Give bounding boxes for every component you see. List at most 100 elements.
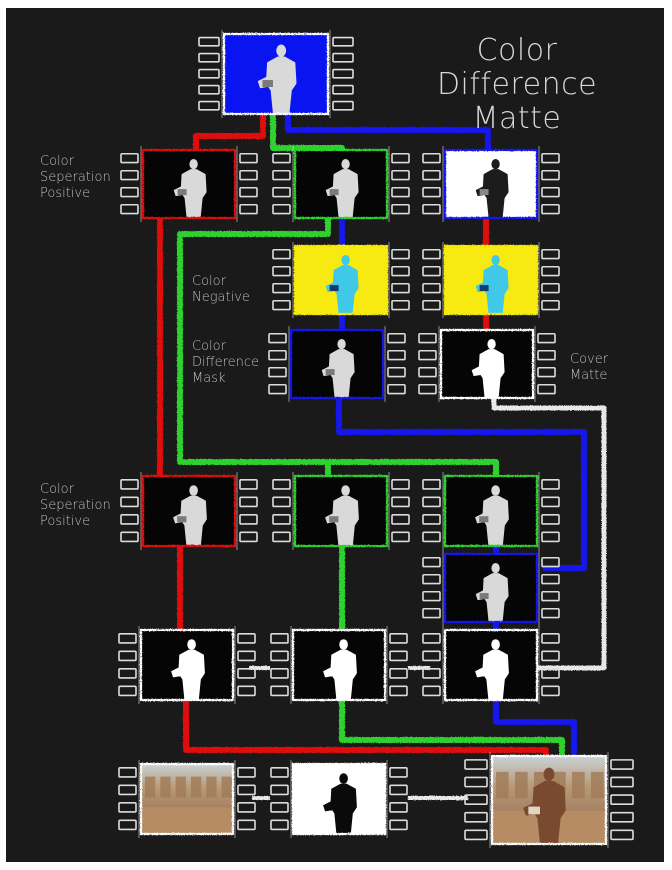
sprocket-hole bbox=[388, 351, 405, 360]
sprocket-hole bbox=[542, 609, 559, 618]
sprocket-hole bbox=[121, 171, 138, 180]
film-frame-cover-matte bbox=[419, 326, 555, 402]
sprocket-strip-left bbox=[423, 242, 443, 318]
sprocket-strip-right bbox=[330, 30, 353, 118]
sprocket-hole bbox=[538, 351, 555, 360]
sprocket-strip-left bbox=[419, 326, 439, 402]
red-path-d bbox=[186, 698, 546, 760]
sprocket-hole bbox=[240, 188, 257, 197]
sprocket-hole bbox=[273, 497, 290, 506]
sprocket-hole bbox=[271, 803, 288, 812]
sprocket-hole bbox=[121, 497, 138, 506]
sprocket-hole bbox=[423, 171, 440, 180]
sprocket-hole bbox=[121, 188, 138, 197]
sprocket-strip-right bbox=[235, 626, 255, 704]
sprocket-hole bbox=[423, 634, 440, 643]
label-color-negative: Color Negative bbox=[192, 274, 250, 306]
sprocket-hole bbox=[538, 385, 555, 394]
sprocket-hole bbox=[542, 651, 559, 660]
sprocket-hole bbox=[273, 480, 290, 489]
figure-scroll bbox=[329, 516, 338, 522]
sprocket-hole bbox=[423, 284, 440, 293]
sprocket-hole bbox=[392, 250, 409, 259]
arena-column bbox=[572, 772, 585, 798]
label-color-difference-mask: Color Difference Mask bbox=[192, 339, 259, 387]
film-frame-difference-mask bbox=[269, 326, 405, 402]
figure-scroll bbox=[479, 670, 488, 676]
sprocket-hole bbox=[423, 267, 440, 276]
sprocket-hole bbox=[119, 651, 136, 660]
sprocket-hole bbox=[392, 301, 409, 310]
sprocket-hole bbox=[423, 651, 440, 660]
film-frame-green-separation-3 bbox=[423, 472, 559, 550]
sprocket-hole bbox=[199, 86, 219, 94]
sprocket-hole bbox=[121, 532, 138, 541]
sprocket-hole bbox=[333, 54, 353, 62]
frame-image bbox=[293, 764, 385, 834]
sprocket-hole bbox=[240, 171, 257, 180]
arena-floor bbox=[141, 807, 233, 834]
film-frame-matte-3 bbox=[423, 626, 559, 704]
figure-scroll bbox=[262, 80, 273, 87]
sprocket-hole bbox=[538, 368, 555, 377]
sprocket-strip-right bbox=[539, 472, 559, 550]
sprocket-hole bbox=[392, 515, 409, 524]
sprocket-hole bbox=[542, 686, 559, 695]
sprocket-hole bbox=[390, 651, 407, 660]
sprocket-strip-right bbox=[608, 752, 633, 848]
figure-head bbox=[341, 255, 349, 265]
film-frame-red-separation-2 bbox=[121, 472, 257, 550]
sprocket-hole bbox=[419, 334, 436, 343]
figure-head bbox=[487, 339, 495, 349]
sprocket-hole bbox=[269, 385, 286, 394]
sprocket-hole bbox=[238, 785, 255, 794]
frame-image bbox=[441, 330, 533, 398]
frame-image bbox=[295, 150, 387, 218]
film-frame-red-separation bbox=[121, 146, 257, 222]
sprocket-hole bbox=[392, 205, 409, 214]
figure-head bbox=[339, 773, 348, 784]
sprocket-hole bbox=[465, 830, 487, 839]
sprocket-hole bbox=[121, 515, 138, 524]
sprocket-hole bbox=[423, 154, 440, 163]
frame-image bbox=[141, 630, 233, 700]
sprocket-hole bbox=[388, 334, 405, 343]
sprocket-hole bbox=[542, 532, 559, 541]
sprocket-hole bbox=[333, 102, 353, 110]
sprocket-strip-left bbox=[119, 626, 139, 704]
figure-scroll bbox=[476, 369, 485, 375]
sprocket-hole bbox=[273, 205, 290, 214]
sprocket-strip-right bbox=[535, 326, 555, 402]
film-frame-background-plate bbox=[119, 760, 255, 838]
sprocket-hole bbox=[333, 86, 353, 94]
sprocket-hole bbox=[199, 54, 219, 62]
sprocket-hole bbox=[238, 768, 255, 777]
sprocket-hole bbox=[238, 651, 255, 660]
sprocket-hole bbox=[119, 803, 136, 812]
red-path-a bbox=[196, 112, 263, 148]
sprocket-hole bbox=[240, 480, 257, 489]
figure-head bbox=[544, 768, 555, 781]
film-frame-blue-separation bbox=[423, 146, 559, 222]
sprocket-hole bbox=[390, 686, 407, 695]
frame-image bbox=[143, 150, 235, 218]
sprocket-hole bbox=[119, 686, 136, 695]
sprocket-hole bbox=[388, 385, 405, 394]
sprocket-strip-right bbox=[389, 472, 409, 550]
sprocket-hole bbox=[238, 686, 255, 695]
sprocket-strip-left bbox=[121, 472, 141, 550]
film-frame-blue-separation-2 bbox=[423, 550, 559, 626]
sprocket-hole bbox=[273, 515, 290, 524]
sprocket-strip-left bbox=[423, 626, 443, 704]
film-frame-green-separation bbox=[273, 146, 409, 222]
figure-scroll bbox=[327, 670, 336, 676]
figure-scroll bbox=[480, 189, 489, 195]
sprocket-hole bbox=[388, 368, 405, 377]
arena-column bbox=[206, 777, 216, 798]
figure-scroll bbox=[479, 516, 488, 522]
sprocket-hole bbox=[542, 188, 559, 197]
label-cover-matte: Cover Matte bbox=[570, 352, 608, 384]
figure-scroll bbox=[175, 670, 184, 676]
sprocket-hole bbox=[119, 669, 136, 678]
figure-head bbox=[491, 485, 500, 496]
